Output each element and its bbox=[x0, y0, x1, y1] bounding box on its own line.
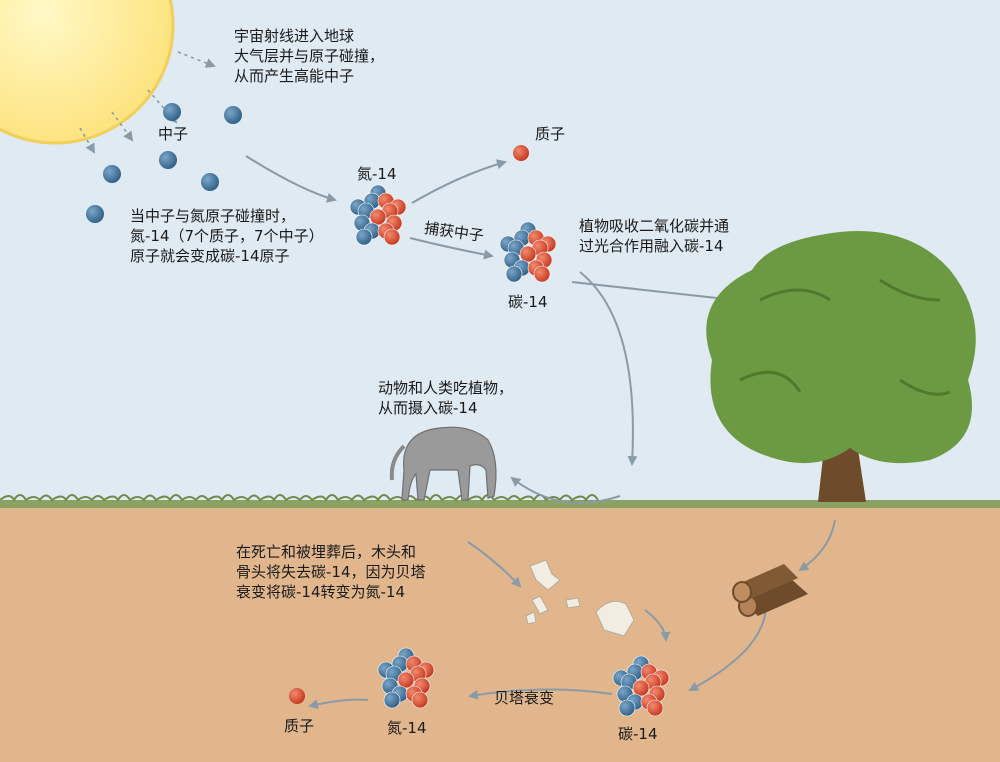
proton-ball bbox=[369, 208, 387, 226]
neutron-particle bbox=[163, 103, 181, 121]
carbon14-label-top: 碳-14 bbox=[508, 293, 548, 311]
neutron-label: 中子 bbox=[158, 125, 189, 143]
animals-caption: 动物和人类吃植物， 从而摄入碳-14 bbox=[378, 379, 514, 417]
free-neutrons bbox=[86, 103, 242, 223]
neutron-particle bbox=[224, 106, 242, 124]
proton-ball bbox=[632, 679, 650, 697]
proton-ball bbox=[397, 671, 415, 689]
neutron-ball bbox=[618, 699, 636, 717]
proton-ball bbox=[383, 228, 401, 246]
tree-icon bbox=[706, 231, 976, 502]
proton-label-top: 质子 bbox=[535, 125, 566, 143]
neutron-particle bbox=[159, 151, 177, 169]
nucleus-nitrogen14-bottom bbox=[377, 647, 435, 709]
proton-particle bbox=[513, 145, 529, 161]
burial-caption: 在死亡和被埋葬后，木头和 骨头将失去碳-14，因为贝塔 衰变将碳-14转变为氮-… bbox=[236, 543, 426, 601]
neutron-ball bbox=[383, 691, 401, 709]
sun-icon bbox=[0, 0, 175, 145]
cosmic-rays-caption: 宇宙射线进入地球 大气层并与原子碰撞， 从而产生高能中子 bbox=[234, 27, 385, 85]
nucleus-nitrogen14-top bbox=[349, 184, 407, 246]
neutron-particle bbox=[86, 205, 104, 223]
log-icon bbox=[732, 564, 808, 617]
neutron-particle bbox=[103, 165, 121, 183]
bone-icon bbox=[525, 559, 635, 637]
nucleus-carbon14-bottom bbox=[612, 655, 670, 717]
proton-ball bbox=[646, 699, 664, 717]
beta-decay-label: 贝塔衰变 bbox=[494, 689, 555, 707]
neutron-ball bbox=[355, 228, 373, 246]
proton-particle bbox=[289, 688, 305, 704]
grass-line bbox=[0, 494, 1000, 508]
proton-ball bbox=[533, 265, 551, 283]
nitrogen14-label-bottom: 氮-14 bbox=[387, 719, 427, 737]
photosynthesis-caption: 植物吸收二氧化碳并通 过光合作用融入碳-14 bbox=[579, 217, 730, 255]
proton-ball bbox=[411, 691, 429, 709]
carbon14-label-bottom: 碳-14 bbox=[618, 725, 658, 743]
proton-ball bbox=[519, 245, 537, 263]
neutron-particle bbox=[201, 173, 219, 191]
neutron-ball bbox=[505, 265, 523, 283]
horse-icon bbox=[389, 426, 497, 501]
proton-label-bottom: 质子 bbox=[284, 717, 315, 735]
nitrogen14-label-top: 氮-14 bbox=[357, 165, 397, 183]
collision-caption: 当中子与氮原子碰撞时， 氮-14（7个质子，7个中子） 原子就会变成碳-14原子 bbox=[130, 207, 324, 265]
soil bbox=[0, 502, 1000, 762]
nucleus-carbon14-top bbox=[499, 221, 557, 283]
